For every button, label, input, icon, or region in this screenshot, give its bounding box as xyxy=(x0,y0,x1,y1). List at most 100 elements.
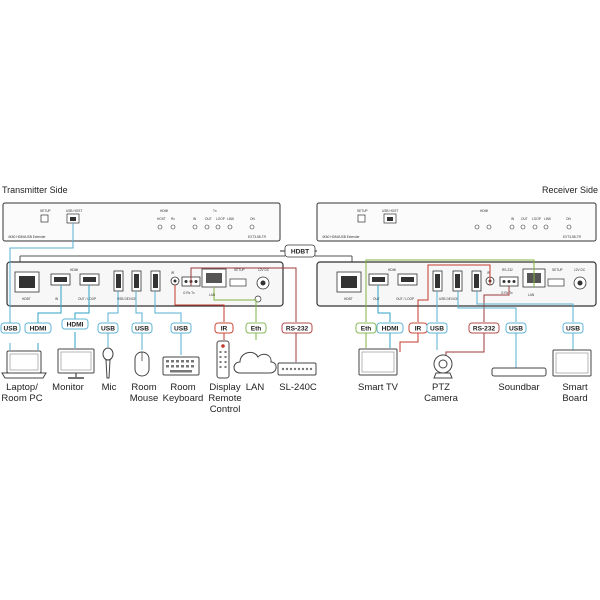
tx-rear-usbdevice-label: USB DEVICE xyxy=(117,297,136,301)
tx-rear-ir-label: IR xyxy=(171,271,175,275)
device-label-laptop-2: Room PC xyxy=(1,393,42,404)
tx-dip-switch xyxy=(229,278,247,287)
transmitter-rear-panel: HDBT HDMI IN OUT / LOOP USB DEVICE IR G … xyxy=(6,261,284,307)
tag-label: USB xyxy=(101,326,115,333)
tag-label: RS-232 xyxy=(473,326,496,333)
rx-front-in-label: IN xyxy=(511,217,515,221)
receiver-side-title: Receiver Side xyxy=(542,185,598,195)
led xyxy=(170,224,176,230)
rx-rear-usbdevice-label: USB DEVICE xyxy=(439,297,458,301)
rx-front-hdmi-group: HDMI xyxy=(480,209,488,213)
tag-label: USB xyxy=(4,326,18,333)
device-label-ptz-2: Camera xyxy=(424,393,459,404)
led xyxy=(192,224,198,230)
tx-front-out-label: OUT xyxy=(205,217,212,221)
device-label-remote: Display xyxy=(209,382,240,393)
tx-tag-ir: IR xyxy=(214,322,234,334)
tag-label: HDMI xyxy=(382,326,399,333)
transmitter-side-title: Transmitter Side xyxy=(2,185,68,195)
device-label-keyboard-2: Keyboard xyxy=(163,393,204,404)
device-label-lan: LAN xyxy=(246,382,265,393)
tag-label: HDMI xyxy=(67,322,84,329)
tx-front-hdmi-group: HDMI xyxy=(160,209,168,213)
tx-front-rx-label: Rx xyxy=(171,217,175,221)
rx-front-link-label: LINK xyxy=(544,217,552,221)
tag-label: USB xyxy=(430,326,444,333)
rx-rear-ir-label: IR xyxy=(487,271,491,275)
rx-front-out-label: OUT xyxy=(521,217,528,221)
receiver-rear-panel: HDBT HDMI OUT OUT / LOOP USB DEVICE IR R… xyxy=(316,261,597,307)
device-label-monitor: Monitor xyxy=(52,382,84,393)
led xyxy=(509,224,515,230)
tx-tag-usb-mic: USB xyxy=(97,322,119,334)
rx-tag-usb-smartboard: USB xyxy=(562,322,584,334)
device-label-ptz: PTZ xyxy=(432,382,450,393)
rx-tag-usb-ptz: USB xyxy=(426,322,448,334)
rx-rear-power-label: 12V DC xyxy=(574,268,586,272)
tag-label: USB xyxy=(174,326,188,333)
rx-rear-setup-label: SETUP xyxy=(552,268,563,272)
tx-front-in-label: IN xyxy=(193,217,197,221)
microphone-icon xyxy=(102,347,114,379)
led xyxy=(204,224,210,230)
led xyxy=(249,224,255,230)
device-label-soundbar: Soundbar xyxy=(498,382,539,393)
tx-tag-usb-keyboard: USB xyxy=(170,322,192,334)
tx-front-host-label: HOST xyxy=(157,217,166,221)
led xyxy=(543,224,549,230)
rx-front-loop-label: LOOP xyxy=(532,217,541,221)
receiver-tags: Eth HDMI IR USB RS-232 USB USB xyxy=(355,322,584,334)
tx-tag-usb-laptop: USB xyxy=(0,322,21,334)
cloud-icon xyxy=(233,351,277,374)
tx-tag-eth: Eth xyxy=(245,322,267,334)
tag-label: Eth xyxy=(361,326,372,333)
tx-tag-hdmi-laptop: HDMI xyxy=(24,322,52,334)
led xyxy=(474,224,480,230)
remote-control-icon xyxy=(216,340,230,379)
rx-rear-lan-label: LAN xyxy=(528,293,535,297)
receiver-cables xyxy=(365,259,574,368)
tag-label: Eth xyxy=(251,326,262,333)
keyboard-icon xyxy=(162,356,200,376)
led xyxy=(532,224,538,230)
device-label-smart-tv: Smart TV xyxy=(358,382,399,393)
tx-tag-hdmi-monitor: HDMI xyxy=(61,318,89,330)
transmitter-front-panel: SETUP USB HOST HDMI HOST Rx Tx IN OUT LO… xyxy=(2,202,281,242)
smart-tv-icon xyxy=(358,348,398,376)
rx-front-model: EXT3-58-TR xyxy=(563,235,582,239)
led xyxy=(157,224,163,230)
tag-label: USB xyxy=(135,326,149,333)
tx-front-loop-label: LOOP xyxy=(216,217,225,221)
device-label-keyboard: Room xyxy=(170,382,195,393)
tag-label: IR xyxy=(415,326,422,333)
tx-front-link-label: LINK xyxy=(227,217,235,221)
led xyxy=(227,224,233,230)
tx-rear-lan-label: LAN xyxy=(209,293,216,297)
device-label-remote-3: Control xyxy=(210,404,241,415)
rx-setup-button xyxy=(357,214,366,223)
tx-rear-power-label: 12V DC xyxy=(258,268,270,272)
tx-usb-host-port-inner xyxy=(70,217,76,221)
device-label-sl240c: SL-240C xyxy=(279,382,317,393)
rx-tag-ir: IR xyxy=(408,322,428,334)
tx-front-tx-label: Tx xyxy=(213,209,217,213)
tag-label: IR xyxy=(221,326,228,333)
led xyxy=(486,224,492,230)
device-label-smart-board-2: Board xyxy=(562,393,587,404)
tx-setup-button xyxy=(40,214,49,223)
rx-front-name: 4K60 HDMI/USB Extender xyxy=(322,235,360,239)
soundbar-icon xyxy=(491,367,547,377)
tag-label: USB xyxy=(566,326,580,333)
rx-front-setup-label: SETUP xyxy=(357,209,368,213)
device-label-mic: Mic xyxy=(102,382,117,393)
device-label-mouse-2: Mouse xyxy=(130,393,159,404)
tx-rear-hdmi-label: HDMI xyxy=(70,268,78,272)
rx-rear-outloop-label: OUT / LOOP xyxy=(396,297,414,301)
receiver-front-panel: SETUP USB HOST HDMI IN OUT LOOP LINK ON … xyxy=(316,202,597,242)
tx-front-model: EXT3-58-TR xyxy=(248,235,267,239)
tx-front-usbhost-label: USB HOST xyxy=(66,209,82,213)
mouse-icon xyxy=(134,351,150,377)
rx-usb-host-port-inner xyxy=(387,217,393,221)
smart-board-icon xyxy=(552,349,592,377)
led xyxy=(520,224,526,230)
